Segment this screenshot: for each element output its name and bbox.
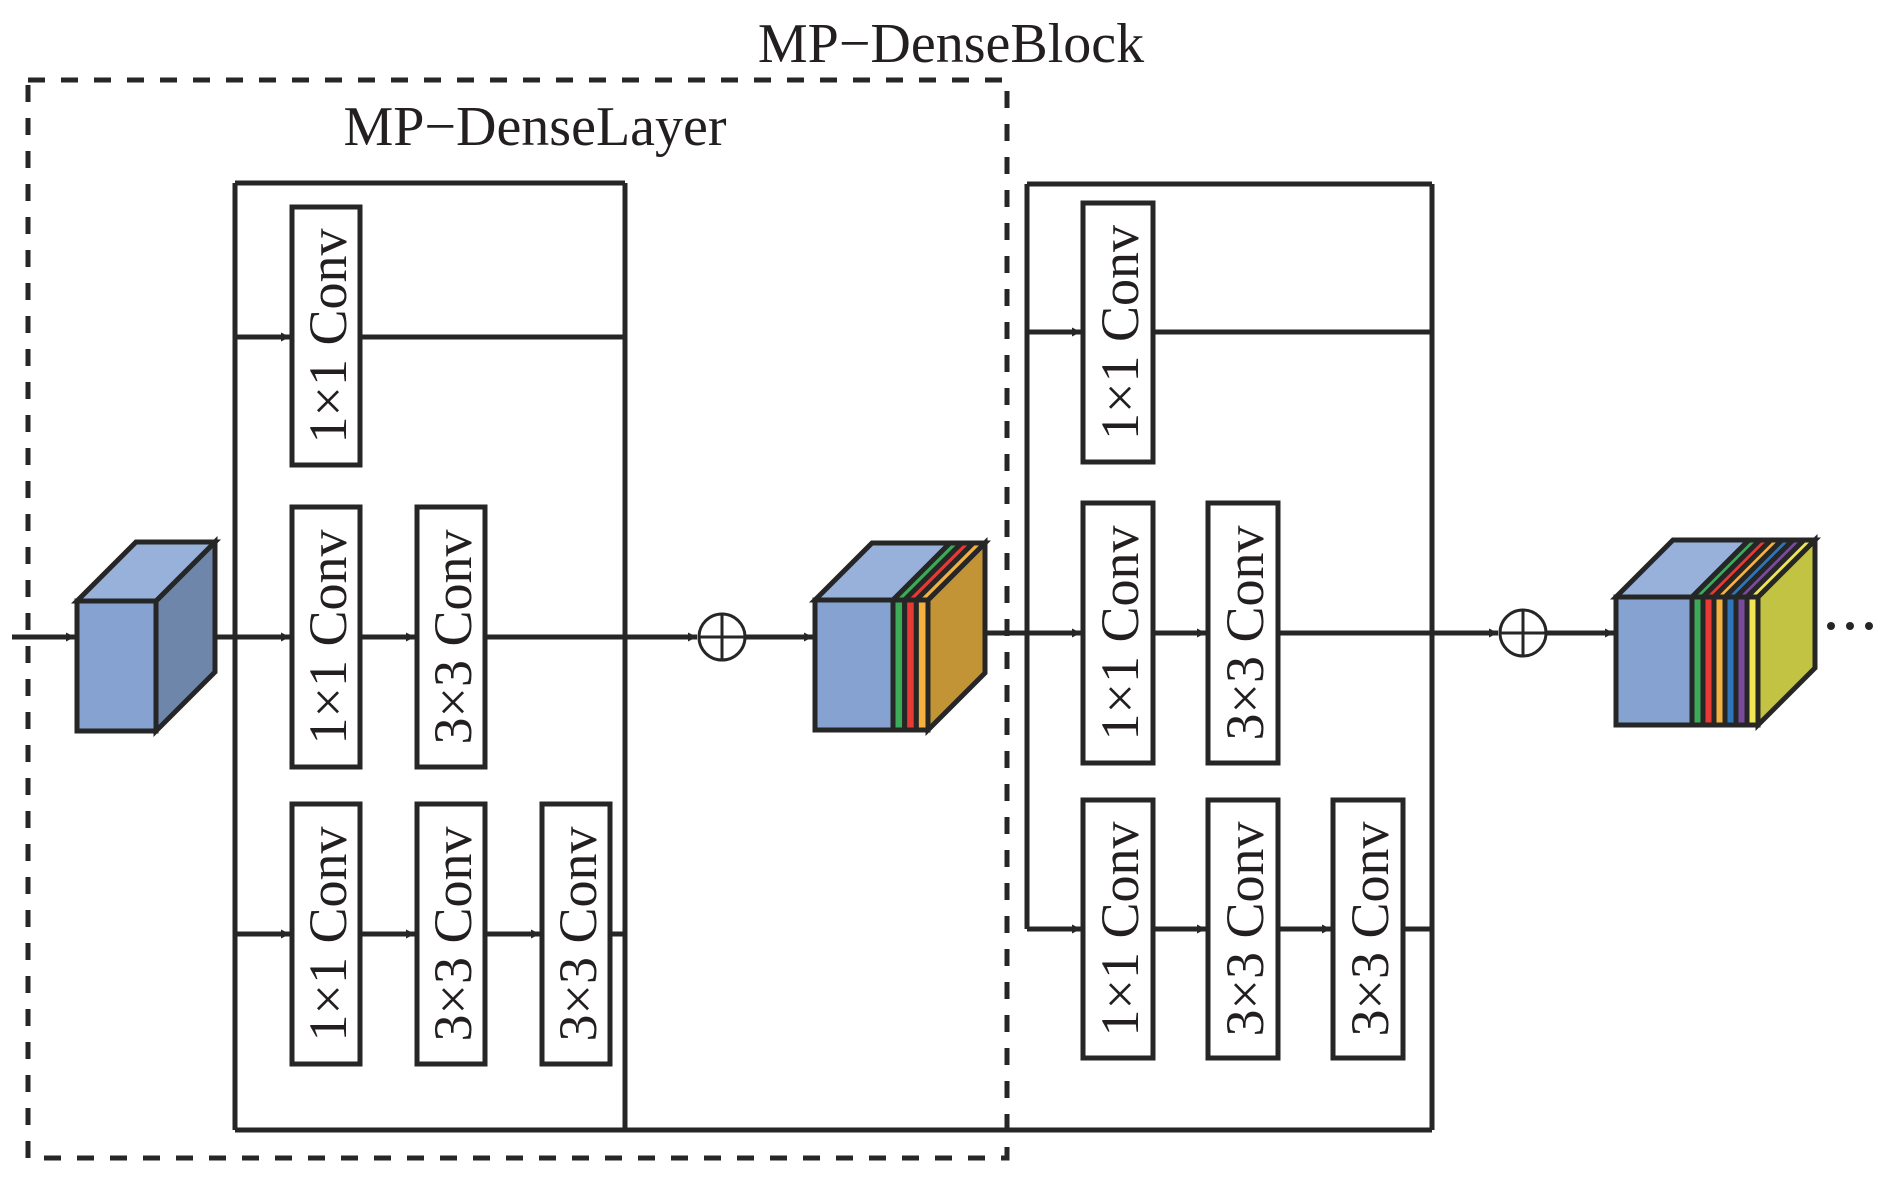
dense-layer-2: 1×1 Conv 1×1 Conv 3×3 Conv 1×1 Conv 3×3 Conv… xyxy=(1024,181,1435,1130)
conv-label: 1×1 Conv xyxy=(298,229,358,444)
conv-label: 1×1 Conv xyxy=(298,530,358,745)
dense-layer-1: 1×1 Conv 1×1 Conv 3×3 Conv 1×1 Conv 3×3 Conv… xyxy=(232,180,1432,1133)
conv-label: 3×3 Conv xyxy=(1215,822,1275,1037)
layer-title: MP−DenseLayer xyxy=(343,96,726,158)
continuation-ellipsis xyxy=(1827,622,1873,630)
branch-1: 1×1 Conv xyxy=(1027,200,1432,465)
conv-label: 3×3 Conv xyxy=(1340,822,1400,1037)
conv-label: 1×1 Conv xyxy=(1090,225,1150,440)
concat-operator-icon xyxy=(697,612,747,662)
cube-front-face xyxy=(1613,594,1695,728)
branch-2: 1×1 Conv 3×3 Conv xyxy=(235,504,625,770)
conv-label: 3×3 Conv xyxy=(423,827,483,1042)
branch-3: 1×1 Conv 3×3 Conv 3×3 Conv xyxy=(235,801,625,1067)
channel-stripe-front xyxy=(913,597,931,733)
block-title: MP−DenseBlock xyxy=(758,13,1144,75)
conv-label: 3×3 Conv xyxy=(1215,526,1275,741)
feature-map-after-layer-2 xyxy=(1609,533,1822,732)
branch-1: 1×1 Conv xyxy=(235,204,625,468)
feature-map-input xyxy=(70,535,222,738)
conv-label: 3×3 Conv xyxy=(423,530,483,745)
conv-box xyxy=(289,504,363,770)
feature-map-after-layer-1 xyxy=(808,536,992,737)
cube-front-face xyxy=(812,597,896,733)
cube-front-face xyxy=(74,598,159,734)
conv-box xyxy=(1080,797,1156,1061)
channel-stripe-front xyxy=(1744,594,1761,728)
conv-label: 1×1 Conv xyxy=(1090,526,1150,741)
denseblock-boundary xyxy=(25,77,1010,1161)
branch-2: 1×1 Conv 3×3 Conv xyxy=(1027,500,1432,766)
conv-box xyxy=(1080,500,1156,766)
conv-label: 3×3 Conv xyxy=(548,827,608,1042)
conv-box xyxy=(289,204,363,468)
conv-box xyxy=(539,801,613,1067)
conv-box xyxy=(1205,500,1281,766)
concat-operator-icon xyxy=(1498,608,1548,658)
flow-connections xyxy=(12,608,1614,662)
conv-box xyxy=(414,504,488,770)
conv-box xyxy=(1205,797,1281,1061)
feature-maps-group xyxy=(70,533,1822,738)
conv-label: 1×1 Conv xyxy=(298,827,358,1042)
conv-label: 1×1 Conv xyxy=(1090,822,1150,1037)
conv-box xyxy=(1330,797,1406,1061)
branch-3: 1×1 Conv 3×3 Conv 3×3 Conv xyxy=(1027,797,1432,1061)
layers-group: 1×1 Conv 1×1 Conv 3×3 Conv 1×1 Conv 3×3 Conv… xyxy=(232,180,1435,1133)
